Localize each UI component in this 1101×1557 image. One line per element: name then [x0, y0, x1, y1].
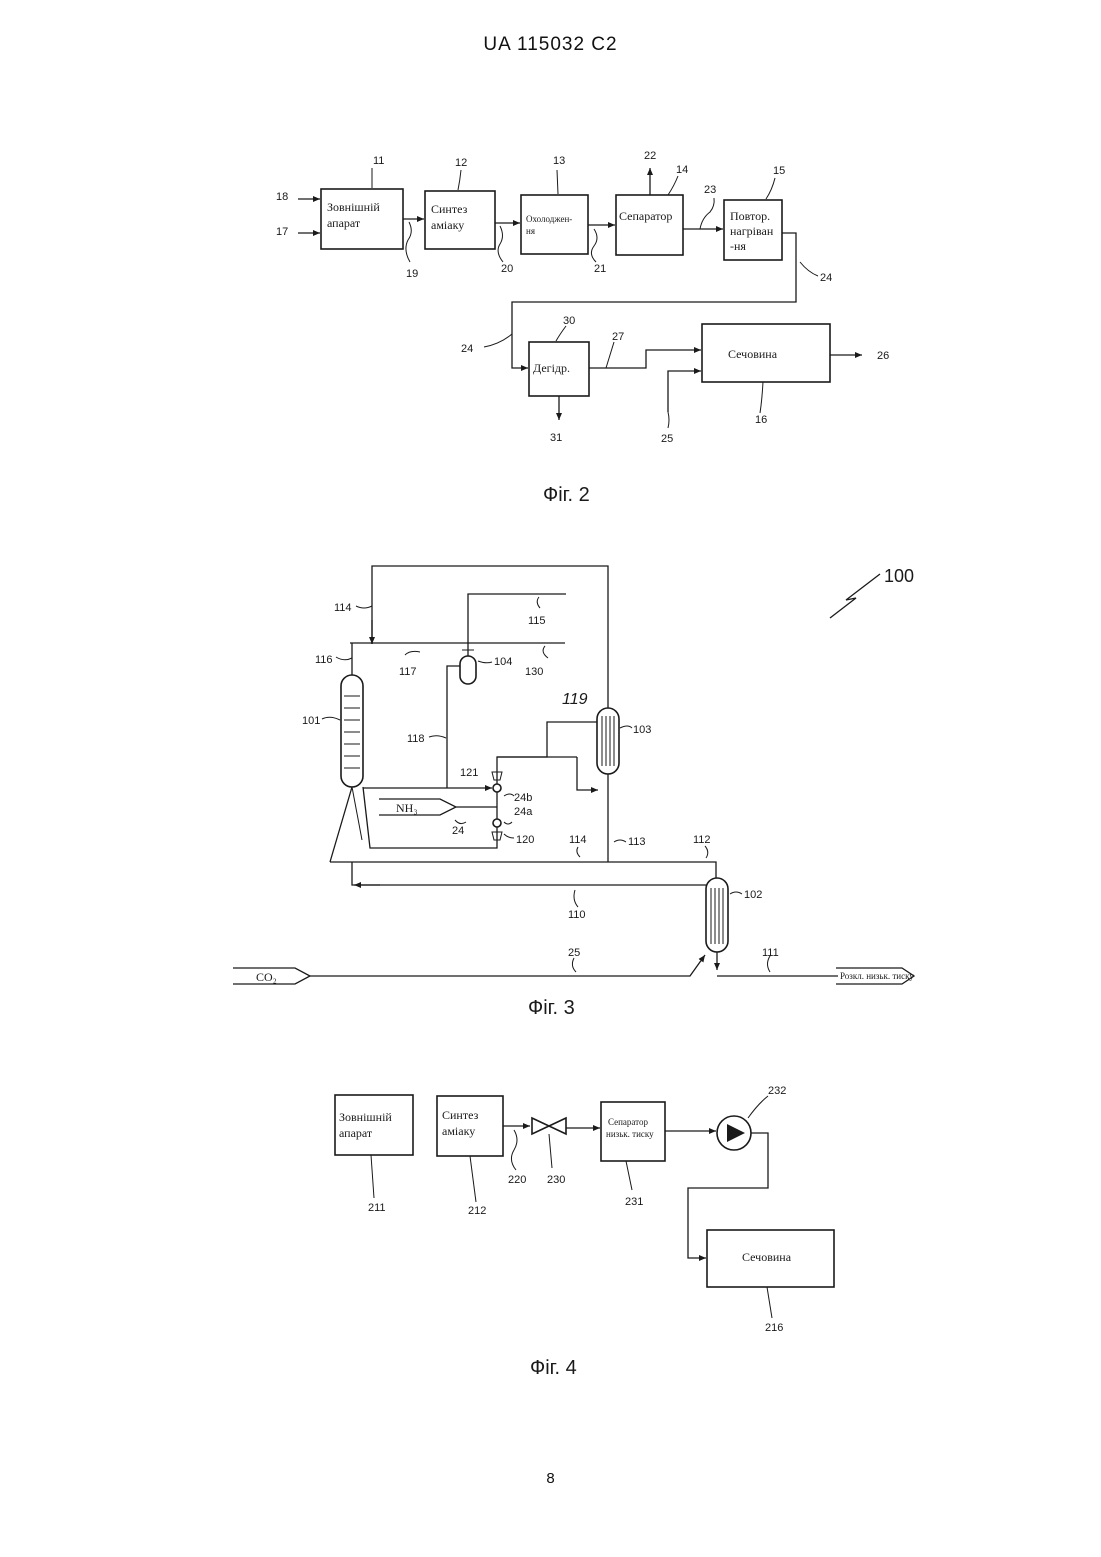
box-text: Зовнішній [327, 200, 380, 214]
ref-label: 22 [644, 150, 656, 162]
ref-label: 116 [315, 654, 333, 666]
ref-label: 30 [563, 315, 575, 327]
ref-label: 11 [373, 155, 384, 167]
ref-label: 17 [276, 226, 288, 238]
ref-label: 25 [568, 947, 580, 959]
box-text: Повтор. [730, 209, 770, 223]
vessel-102 [706, 878, 728, 952]
exchanger-103 [597, 708, 619, 774]
ref-label: 118 [407, 733, 425, 745]
ref-label: 27 [612, 331, 624, 343]
figure-2: Зовнішній апарат Синтез аміаку Охолоджен… [276, 150, 889, 506]
ref-label: 24 [452, 825, 464, 837]
ref-label: 117 [399, 666, 417, 678]
column-101 [341, 675, 363, 787]
figure-caption: Фіг. 4 [530, 1357, 577, 1379]
nh3-label: NH₃ [396, 801, 418, 815]
ref-label: 15 [773, 165, 785, 177]
ref-label: 24a [514, 806, 533, 818]
figure-3: 100 [233, 566, 914, 1019]
box-text: Сечовина [728, 347, 778, 361]
ref-label: 13 [553, 155, 565, 167]
box-text: аміаку [442, 1124, 475, 1138]
box-text: нагріван [730, 224, 774, 238]
ref-label: 119 [562, 691, 588, 708]
ref-label: 24 [820, 272, 832, 284]
ref-label: 19 [406, 268, 418, 280]
ref-label: 26 [877, 350, 889, 362]
box-text: Дегідр. [533, 361, 570, 375]
ref-label: 120 [516, 834, 534, 846]
box-text: низьк. тиску [606, 1129, 654, 1139]
ref-label: 211 [368, 1202, 386, 1214]
ref-label: 113 [628, 836, 646, 848]
ref-label: 103 [633, 724, 651, 736]
page-number: 8 [0, 1470, 1101, 1487]
ref-label: 14 [676, 164, 688, 176]
ref-label: 24 [461, 343, 473, 355]
ref-label: 230 [547, 1174, 565, 1186]
box-text: аміаку [431, 218, 464, 232]
ref-label: 130 [525, 666, 543, 678]
box-text: Сепаратор [619, 209, 672, 223]
ref-label: 31 [550, 432, 562, 444]
box-cooling [521, 195, 588, 254]
ref-label: 115 [528, 615, 546, 627]
box-text: апарат [339, 1126, 373, 1140]
ref-label: 220 [508, 1174, 526, 1186]
outlet-label: Розкл. низьк. тиску [840, 971, 914, 981]
box-text: апарат [327, 216, 361, 230]
valve-icon [532, 1118, 549, 1134]
ref-label: 100 [884, 566, 914, 586]
box-text: Синтез [442, 1108, 479, 1122]
ref-label: 216 [765, 1322, 783, 1334]
ref-label: 121 [460, 767, 478, 779]
ref-label: 114 [569, 834, 587, 846]
box-text: Сечовина [742, 1250, 792, 1264]
ref-label: 18 [276, 191, 288, 203]
vessel-104 [460, 656, 476, 684]
ref-label: 112 [693, 834, 711, 846]
ref-label: 232 [768, 1085, 786, 1097]
box-text: Зовнішній [339, 1110, 392, 1124]
ref-label: 25 [661, 433, 673, 445]
ref-label: 104 [494, 656, 512, 668]
co2-label: CO₂ [256, 970, 277, 984]
figure-caption: Фіг. 3 [528, 997, 575, 1019]
box-text: -ня [730, 239, 746, 253]
box-text: Синтез [431, 202, 468, 216]
ref-label: 114 [334, 602, 352, 614]
ref-label: 111 [762, 947, 779, 959]
ref-label: 12 [455, 157, 467, 169]
figure-caption: Фіг. 2 [543, 484, 590, 506]
figure-4: Зовнішній апарат Синтез аміаку Сепаратор… [335, 1085, 834, 1379]
ref-label: 212 [468, 1205, 486, 1217]
box-external-apparatus [335, 1095, 413, 1155]
box-text: Охолоджен- [526, 214, 572, 224]
ref-label: 21 [594, 263, 606, 275]
ref-label: 231 [625, 1196, 643, 1208]
ref-label: 102 [744, 889, 762, 901]
ref-label: 24b [514, 792, 532, 804]
box-text: Сепаратор [608, 1117, 648, 1127]
box-separator [616, 195, 683, 255]
ref-label: 23 [704, 184, 716, 196]
box-text: ня [526, 226, 535, 236]
ref-label: 16 [755, 414, 767, 426]
ref-label: 101 [302, 715, 320, 727]
ref-label: 110 [568, 909, 586, 921]
ref-label: 20 [501, 263, 513, 275]
